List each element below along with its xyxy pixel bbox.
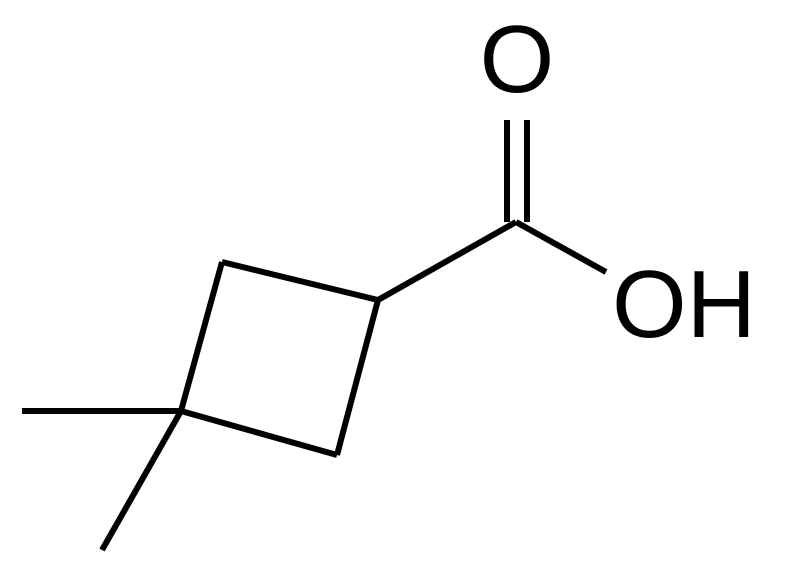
ring-to-carboxyl-bond <box>376 219 518 303</box>
methyl-bond-down <box>99 409 184 552</box>
carbonyl-oxygen-label: O <box>480 6 555 113</box>
methyl-groups <box>22 408 184 552</box>
ring-bond-top <box>221 259 379 303</box>
hydroxyl-label: OH <box>612 251 756 358</box>
carboxylic-acid-group: O OH <box>376 6 756 358</box>
cyclobutane-ring <box>178 259 381 458</box>
ring-bond-bottom <box>180 408 338 458</box>
ring-bond-right <box>334 299 381 456</box>
carbon-hydroxyl-bond <box>514 219 608 275</box>
ring-bond-left <box>178 261 225 412</box>
